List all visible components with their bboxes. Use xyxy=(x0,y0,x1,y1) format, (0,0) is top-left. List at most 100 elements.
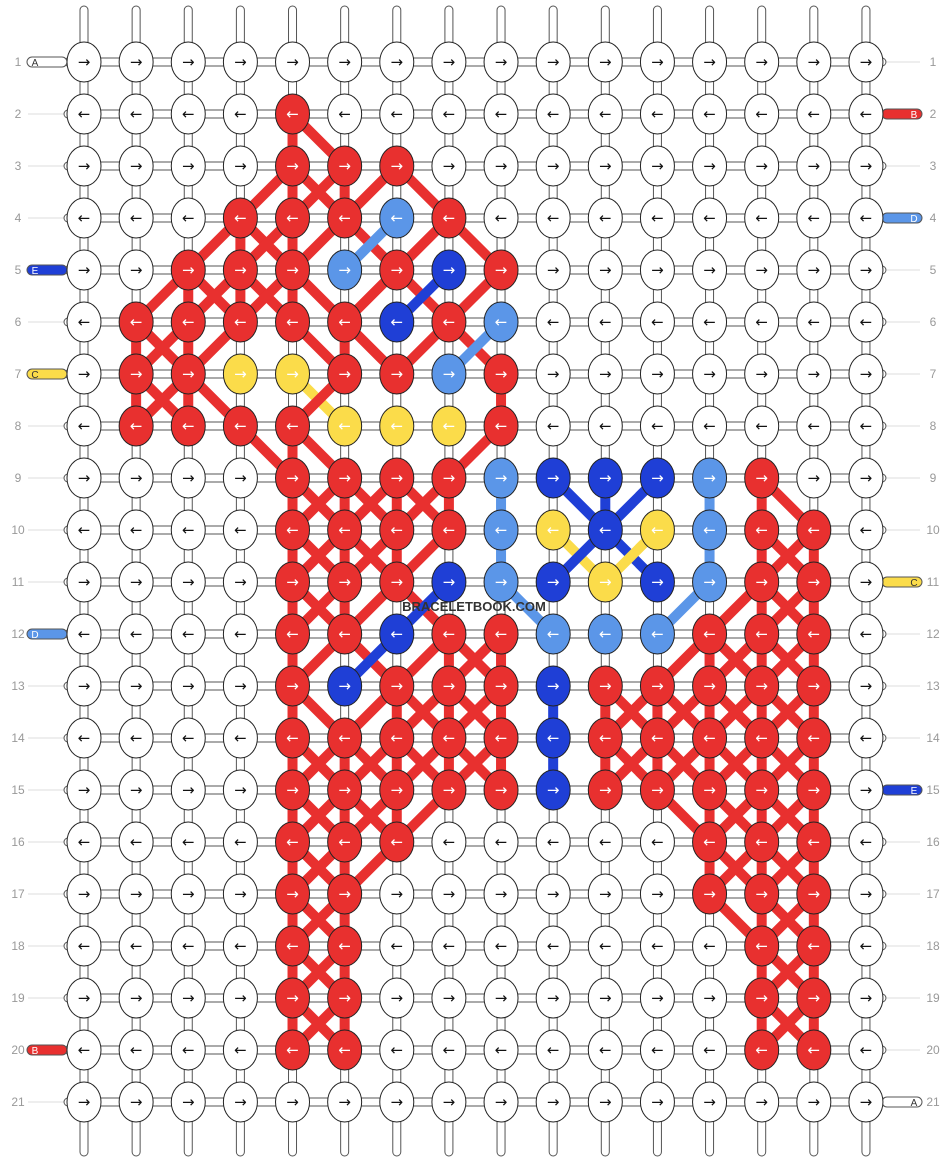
knot: ← xyxy=(483,925,519,967)
knot-white xyxy=(170,717,206,759)
arrow-left-icon: ← xyxy=(286,105,299,123)
knot: → xyxy=(379,353,415,395)
knot-red xyxy=(483,353,519,395)
arrow-left-icon: ← xyxy=(443,625,456,643)
arrow-left-icon: ← xyxy=(495,105,508,123)
row-number-left: 18 xyxy=(11,939,25,953)
knot: → xyxy=(535,457,571,499)
knot: → xyxy=(796,561,832,603)
knot: → xyxy=(118,353,154,395)
arrow-left-icon: ← xyxy=(78,313,91,331)
knot-white xyxy=(796,145,832,187)
knot-white xyxy=(587,821,623,863)
arrow-left-icon: ← xyxy=(390,625,403,643)
arrow-right-icon: → xyxy=(390,677,403,695)
knot-white xyxy=(222,769,258,811)
knot: → xyxy=(535,561,571,603)
arrow-left-icon: ← xyxy=(443,833,456,851)
knot-white xyxy=(639,1029,675,1071)
arrow-right-icon: → xyxy=(703,781,716,799)
knot-white xyxy=(66,1029,102,1071)
row-number-left: 19 xyxy=(11,991,25,1005)
knot: ← xyxy=(379,613,415,655)
knot-white xyxy=(66,925,102,967)
knot-white xyxy=(535,41,571,83)
knot-red xyxy=(744,873,780,915)
arrow-right-icon: → xyxy=(234,157,247,175)
knot: ← xyxy=(66,925,102,967)
arrow-left-icon: ← xyxy=(495,417,508,435)
knot: → xyxy=(66,769,102,811)
arrow-right-icon: → xyxy=(547,989,560,1007)
knot-white xyxy=(848,405,884,447)
arrow-right-icon: → xyxy=(234,573,247,591)
knot: → xyxy=(118,665,154,707)
knot-red xyxy=(327,509,363,551)
arrow-left-icon: ← xyxy=(808,729,821,747)
knot: ← xyxy=(327,509,363,551)
knot: ← xyxy=(222,509,258,551)
knot: ← xyxy=(327,93,363,135)
knot: → xyxy=(379,145,415,187)
knot-white xyxy=(66,457,102,499)
arrow-left-icon: ← xyxy=(755,209,768,227)
arrow-right-icon: → xyxy=(808,157,821,175)
knot: ← xyxy=(431,925,467,967)
knot-red xyxy=(692,613,728,655)
knot-red xyxy=(379,249,415,291)
arrow-left-icon: ← xyxy=(755,313,768,331)
string-letter: A xyxy=(911,1098,918,1109)
knot-white xyxy=(118,977,154,1019)
arrow-right-icon: → xyxy=(443,53,456,71)
row-number-right: 18 xyxy=(926,939,940,953)
arrow-left-icon: ← xyxy=(547,937,560,955)
knot-white xyxy=(587,249,623,291)
arrow-left-icon: ← xyxy=(130,105,143,123)
knot: → xyxy=(587,561,623,603)
knot: ← xyxy=(483,301,519,343)
row-number-right: 11 xyxy=(927,575,940,589)
arrow-left-icon: ← xyxy=(338,625,351,643)
arrow-left-icon: ← xyxy=(703,1041,716,1059)
row-number-right: 20 xyxy=(926,1043,940,1057)
arrow-right-icon: → xyxy=(443,469,456,487)
knot-white xyxy=(796,1081,832,1123)
arrow-left-icon: ← xyxy=(808,105,821,123)
knot: → xyxy=(639,249,675,291)
knot: → xyxy=(796,1081,832,1123)
arrow-left-icon: ← xyxy=(599,417,612,435)
knot: ← xyxy=(66,613,102,655)
arrow-left-icon: ← xyxy=(860,729,873,747)
arrow-right-icon: → xyxy=(860,989,873,1007)
knot: → xyxy=(848,769,884,811)
knot: ← xyxy=(118,613,154,655)
knot: → xyxy=(483,353,519,395)
arrow-right-icon: → xyxy=(547,677,560,695)
knot: → xyxy=(275,977,311,1019)
knot-red xyxy=(379,509,415,551)
knot-red xyxy=(327,145,363,187)
knot-white xyxy=(796,197,832,239)
knot: ← xyxy=(692,1029,728,1071)
knot: → xyxy=(535,873,571,915)
arrow-right-icon: → xyxy=(703,1093,716,1111)
knot: ← xyxy=(692,301,728,343)
arrow-right-icon: → xyxy=(338,885,351,903)
arrow-right-icon: → xyxy=(495,261,508,279)
knot: → xyxy=(170,41,206,83)
knot-red xyxy=(431,613,467,655)
knot: → xyxy=(222,769,258,811)
knot-light-blue xyxy=(535,613,571,655)
knot-white xyxy=(639,405,675,447)
knot: ← xyxy=(222,613,258,655)
knot-red xyxy=(744,457,780,499)
knot-red xyxy=(587,769,623,811)
knot-light-blue xyxy=(692,561,728,603)
knot: ← xyxy=(379,717,415,759)
knot: → xyxy=(535,977,571,1019)
arrow-right-icon: → xyxy=(755,573,768,591)
arrow-right-icon: → xyxy=(78,989,91,1007)
knot: → xyxy=(535,145,571,187)
arrow-left-icon: ← xyxy=(286,729,299,747)
row-number-left: 17 xyxy=(11,887,25,901)
